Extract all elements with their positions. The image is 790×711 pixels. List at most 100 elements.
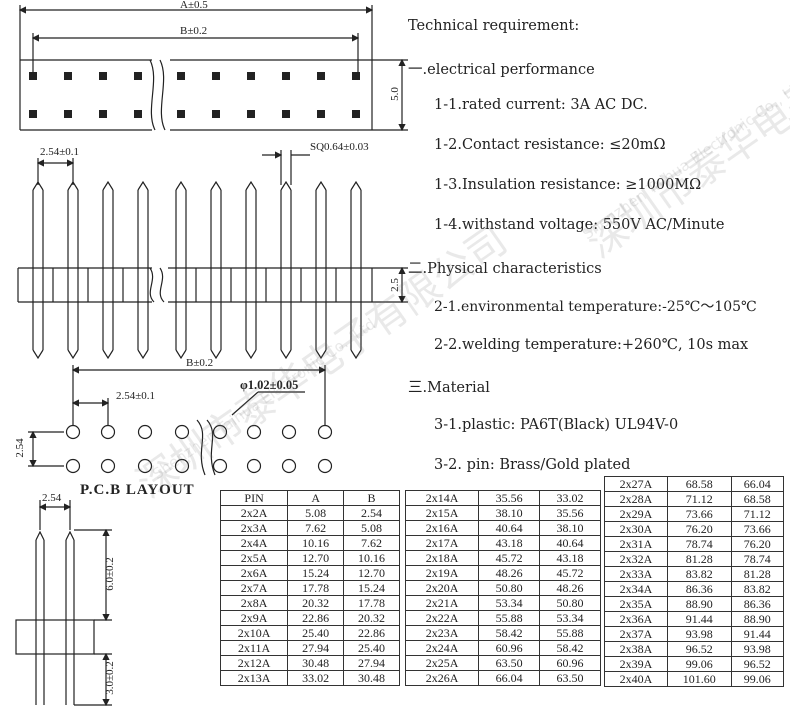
pcb-holes xyxy=(65,424,333,474)
cell-b: 91.44 xyxy=(730,626,785,642)
dim-a-label: A±0.5 xyxy=(180,0,208,11)
dim-hole-label: φ1.02±0.05 xyxy=(240,378,299,392)
cell-a: 99.06 xyxy=(666,656,732,672)
cell-pin: 2x20A xyxy=(404,580,480,596)
cell-pin: 2x13A xyxy=(219,670,289,686)
cell-a: 93.98 xyxy=(666,626,732,642)
dim-pitch-label: 2.54±0.1 xyxy=(40,146,80,158)
cell-pin: 2x22A xyxy=(404,610,480,626)
cell-pin: 2x3A xyxy=(219,520,289,536)
cell-pin: 2x7A xyxy=(219,580,289,596)
cell-b: 43.18 xyxy=(539,550,601,566)
cell-pin: 2x39A xyxy=(604,656,668,672)
front-view-body xyxy=(17,267,373,303)
cell-a: 20.32 xyxy=(287,595,345,611)
cell-b: 99.06 xyxy=(730,671,785,687)
cell-b: 86.36 xyxy=(730,596,785,612)
side-upper-label: 6.0±0.2 xyxy=(104,557,116,591)
cell-pin: 2x18A xyxy=(404,550,480,566)
cell-pin: 2x36A xyxy=(604,611,668,627)
cell-a: 50.80 xyxy=(478,580,541,596)
cell-b: 66.04 xyxy=(730,476,785,492)
req-s1-4: 1-4.withstand voltage: 550V AC/Minute xyxy=(434,217,725,233)
cell-a: 15.24 xyxy=(287,565,345,581)
cell-pin: 2x40A xyxy=(604,671,668,687)
cell-pin: 2x4A xyxy=(219,535,289,551)
req-s2: 二.Physical characteristics xyxy=(408,261,602,277)
side-lower-label: 3.0±0.2 xyxy=(104,661,116,695)
cell-a: 38.10 xyxy=(478,505,541,521)
cell-pin: 2x19A xyxy=(404,565,480,581)
cell-a: 88.90 xyxy=(666,596,732,612)
cell-pin: 2x30A xyxy=(604,521,668,537)
cell-pin: 2x6A xyxy=(219,565,289,581)
cell-a: 27.94 xyxy=(287,640,345,656)
cell-a: 58.42 xyxy=(478,625,541,641)
cell-b: 27.94 xyxy=(343,655,400,671)
req-s1: 一.electrical performance xyxy=(408,62,595,78)
cell-pin: 2x23A xyxy=(404,625,480,641)
cell-pin: 2x21A xyxy=(404,595,480,611)
dim-b-pcb-label: B±0.2 xyxy=(186,357,214,369)
cell-b: 30.48 xyxy=(343,670,400,686)
cell-b: 58.42 xyxy=(539,640,601,656)
top-view-contacts xyxy=(29,72,360,118)
cell-a: 43.18 xyxy=(478,535,541,551)
cell-pin: 2x2A xyxy=(219,505,289,521)
req-s3-1: 3-1.plastic: PA6T(Black) UL94V-0 xyxy=(434,417,679,433)
cell-b: 20.32 xyxy=(343,610,400,626)
cell-a: 63.50 xyxy=(478,655,541,671)
cell-a: 60.96 xyxy=(478,640,541,656)
header-pin: PIN xyxy=(219,490,289,506)
cell-a: 10.16 xyxy=(287,535,345,551)
req-s3: 三.Material xyxy=(408,380,490,396)
cell-pin: 2x38A xyxy=(604,641,668,657)
cell-pin: 2x17A xyxy=(404,535,480,551)
req-title: Technical requirement: xyxy=(408,18,580,34)
cell-a: 45.72 xyxy=(478,550,541,566)
cell-a: 76.20 xyxy=(666,521,732,537)
cell-b: 78.74 xyxy=(730,551,785,567)
cell-pin: 2x29A xyxy=(604,506,668,522)
req-s2-2: 2-2.welding temperature:+260℃, 10s max xyxy=(434,337,749,353)
cell-b: 7.62 xyxy=(343,535,400,551)
cell-b: 71.12 xyxy=(730,506,785,522)
cell-b: 81.28 xyxy=(730,566,785,582)
cell-pin: 2x31A xyxy=(604,536,668,552)
cell-b: 96.52 xyxy=(730,656,785,672)
cell-a: 81.28 xyxy=(666,551,732,567)
cell-a: 40.64 xyxy=(478,520,541,536)
cell-a: 53.34 xyxy=(478,595,541,611)
req-s1-2: 1-2.Contact resistance: ≤20mΩ xyxy=(434,137,666,153)
cell-b: 50.80 xyxy=(539,595,601,611)
cell-b: 17.78 xyxy=(343,595,400,611)
cell-pin: 2x35A xyxy=(604,596,668,612)
cell-a: 12.70 xyxy=(287,550,345,566)
cell-pin: 2x25A xyxy=(404,655,480,671)
cell-a: 5.08 xyxy=(287,505,345,521)
cell-pin: 2x5A xyxy=(219,550,289,566)
cell-b: 22.86 xyxy=(343,625,400,641)
